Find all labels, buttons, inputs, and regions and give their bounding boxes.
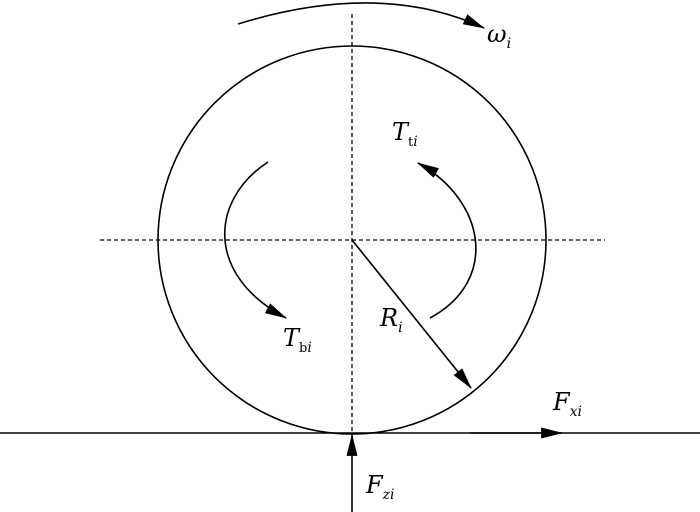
- braking-torque-arrow: [224, 161, 287, 319]
- omega-label: ωi: [487, 20, 511, 52]
- omega-rotation-arrow: [237, 2, 485, 29]
- braking-torque-label: Tbi: [283, 324, 312, 356]
- fz-label: Fzi: [365, 471, 395, 503]
- drive-torque-arrow: [417, 162, 477, 319]
- radius-label: Ri: [379, 304, 403, 336]
- drive-torque-label: Tti: [392, 118, 418, 150]
- fx-label: Fxi: [552, 388, 582, 420]
- radius-arrow: [351, 239, 472, 389]
